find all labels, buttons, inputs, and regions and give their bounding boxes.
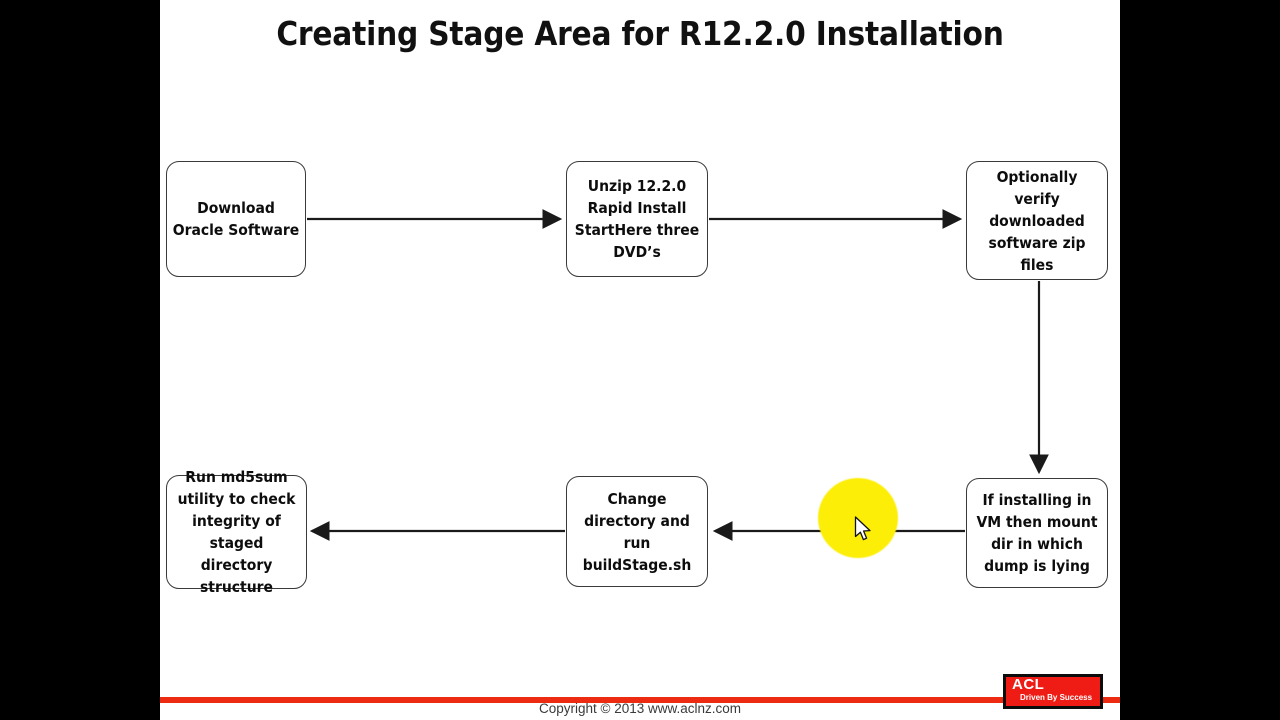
acl-logo-wordmark: ACL xyxy=(1012,676,1045,693)
mouse-cursor-arrow-icon xyxy=(854,516,871,541)
footer-copyright: Copyright © 2013 www.aclnz.com xyxy=(538,701,742,716)
flow-node-optionally-verify-zip-files[interactable]: Optionally verify downloaded software zi… xyxy=(966,161,1108,280)
flow-node-unzip-rapid-install[interactable]: Unzip 12.2.0 Rapid Install StartHere thr… xyxy=(566,161,708,277)
acl-logo-tagline: Driven By Success xyxy=(1020,693,1093,702)
acl-logo: ACL Driven By Success xyxy=(1003,674,1103,709)
letterbox-left xyxy=(0,0,160,720)
click-highlight-circle xyxy=(818,478,898,558)
flowchart-connectors xyxy=(307,209,1049,541)
acl-logo-plate: ACL Driven By Success xyxy=(1006,677,1100,706)
flow-node-run-md5sum-utility[interactable]: Run md5sum utility to check integrity of… xyxy=(166,468,307,596)
flow-node-change-directory-run-buildstage[interactable]: Change directory and run buildStage.sh xyxy=(566,476,708,587)
flow-node-mount-dir-in-vm[interactable]: If installing in VM then mount dir in wh… xyxy=(966,478,1108,588)
slide-canvas: Creating Stage Area for R12.2.0 Installa… xyxy=(160,0,1120,720)
flow-node-download-oracle-software[interactable]: Download Oracle Software xyxy=(166,161,306,277)
page-title: Creating Stage Area for R12.2.0 Installa… xyxy=(276,14,1004,53)
footer-divider-rule xyxy=(160,697,1120,703)
letterbox-right xyxy=(1120,0,1280,720)
